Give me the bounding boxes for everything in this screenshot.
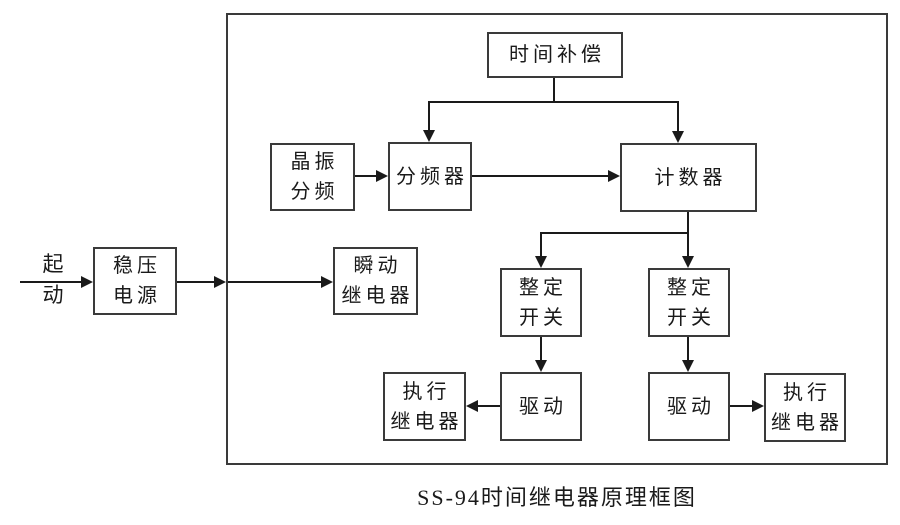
box-drive-left-label: 驱动 [519,395,567,418]
connector-switch-to-drive-left [540,337,542,361]
connector-switch-to-drive-right [687,337,689,361]
box-exec-relay-left-line2: 继电器 [390,410,463,433]
diagram-caption: SS-94时间继电器原理框图 [417,485,697,510]
start-label-line2: 动 [42,283,64,307]
arrowhead-down-into-drive-right [682,360,694,372]
arrowhead-right-into-divider [376,170,388,182]
connector-divider-to-counter [472,175,609,177]
arrowhead-down-into-setting-switch-right [682,256,694,268]
box-instant-relay-line1: 瞬动 [353,255,402,277]
arrowhead-right-into-exec-relay-right [752,400,764,412]
box-regulated-power-line1: 稳压 [113,255,161,277]
box-exec-relay-right-line2: 继电器 [771,411,843,434]
connector-tc-to-counter [677,101,679,131]
connector-drive-to-exec-left [478,405,500,407]
box-time-compensation: 时间补偿 [487,32,623,78]
box-exec-relay-right: 执行 继电器 [764,373,846,442]
connector-to-setting-switch-left [540,232,542,257]
connector-start-to-power [20,281,82,283]
connector-power-to-frame [177,281,215,283]
connector-tc-branch [428,101,679,103]
start-label-line1: 起 [42,252,64,276]
box-crystal-divider-line1: 晶振 [290,151,339,173]
box-regulated-power: 稳压 电源 [93,247,177,315]
box-exec-relay-right-line1: 执行 [783,381,831,404]
box-instant-relay-line2: 继电器 [341,285,414,307]
box-counter-label: 计数器 [654,166,727,189]
box-setting-switch-left-line2: 开关 [519,306,567,329]
arrowhead-right-into-instant-relay [321,276,333,288]
connector-tc-stem [553,78,555,103]
connector-crystal-to-divider [355,175,377,177]
box-drive-right-label: 驱动 [667,395,715,418]
box-drive-right: 驱动 [648,372,730,441]
box-exec-relay-left: 执行 继电器 [383,372,466,441]
box-frequency-divider: 分频器 [388,142,472,211]
arrowhead-right-at-frame [214,276,226,288]
arrowhead-down-into-divider [423,130,435,142]
box-time-compensation-label: 时间补偿 [509,44,605,66]
box-setting-switch-right-line2: 开关 [667,306,715,329]
box-exec-relay-left-line1: 执行 [402,380,451,403]
box-crystal-divider: 晶振 分频 [270,143,355,211]
arrowhead-right-into-power [81,276,93,288]
arrowhead-down-into-counter [672,131,684,143]
box-setting-switch-right: 整定 开关 [648,268,730,337]
box-frequency-divider-label: 分频器 [396,165,468,188]
connector-counter-stem [687,211,689,234]
box-drive-left: 驱动 [500,372,582,441]
box-setting-switch-left-line1: 整定 [519,276,567,299]
connector-to-setting-switch-right [687,232,689,257]
box-setting-switch-left: 整定 开关 [500,268,582,337]
arrowhead-down-into-drive-left [535,360,547,372]
box-crystal-divider-line2: 分频 [290,181,339,203]
box-setting-switch-right-line1: 整定 [667,276,715,299]
connector-drive-to-exec-right [730,405,753,407]
arrowhead-down-into-setting-switch-left [535,256,547,268]
box-regulated-power-line2: 电源 [113,285,161,307]
connector-frame-to-instant-relay [228,281,322,283]
arrowhead-left-into-exec-relay-left [466,400,478,412]
connector-tc-to-divider [428,101,430,131]
box-counter: 计数器 [620,143,757,212]
start-label: 起 动 [36,249,70,311]
connector-counter-branch [540,232,689,234]
box-instant-relay: 瞬动 继电器 [333,247,418,315]
arrowhead-right-into-counter [608,170,620,182]
diagram-outer-frame [226,13,888,465]
